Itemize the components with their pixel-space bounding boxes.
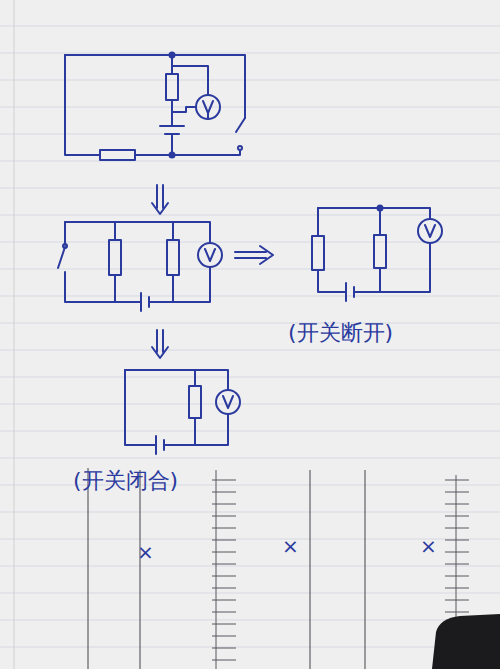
state-caption: (开关断开) [288,322,393,344]
switch-symbol [58,247,65,268]
cross-mark: × [137,542,154,562]
battery-symbol [346,283,354,301]
resistor-symbol [109,240,121,275]
battery-symbol [156,436,164,454]
transform-arrow [235,246,273,264]
dark-object [432,614,500,669]
circuit-three [312,206,442,302]
transform-arrow [152,185,168,214]
resistor-symbol [189,386,201,418]
circuit-two [58,222,222,311]
cross-mark: × [282,536,299,556]
switch-symbol [236,118,245,132]
paper-margin [14,0,15,669]
voltmeter-symbol [198,243,222,267]
voltmeter-symbol [216,390,240,414]
voltmeter-symbol [418,219,442,243]
battery-symbol [141,293,149,311]
resistor-symbol [166,74,178,100]
resistor-symbol [100,150,135,160]
resistor-symbol [167,240,179,275]
resistor-symbol [312,236,324,270]
circuit-one [65,53,245,161]
resistor-symbol [374,235,386,268]
cross-mark: × [420,536,437,556]
battery-symbol [160,126,184,134]
circuit-four [125,370,240,454]
grid-strip [212,470,236,669]
state-caption: (开关闭合) [73,470,178,492]
transform-arrow [152,330,168,358]
